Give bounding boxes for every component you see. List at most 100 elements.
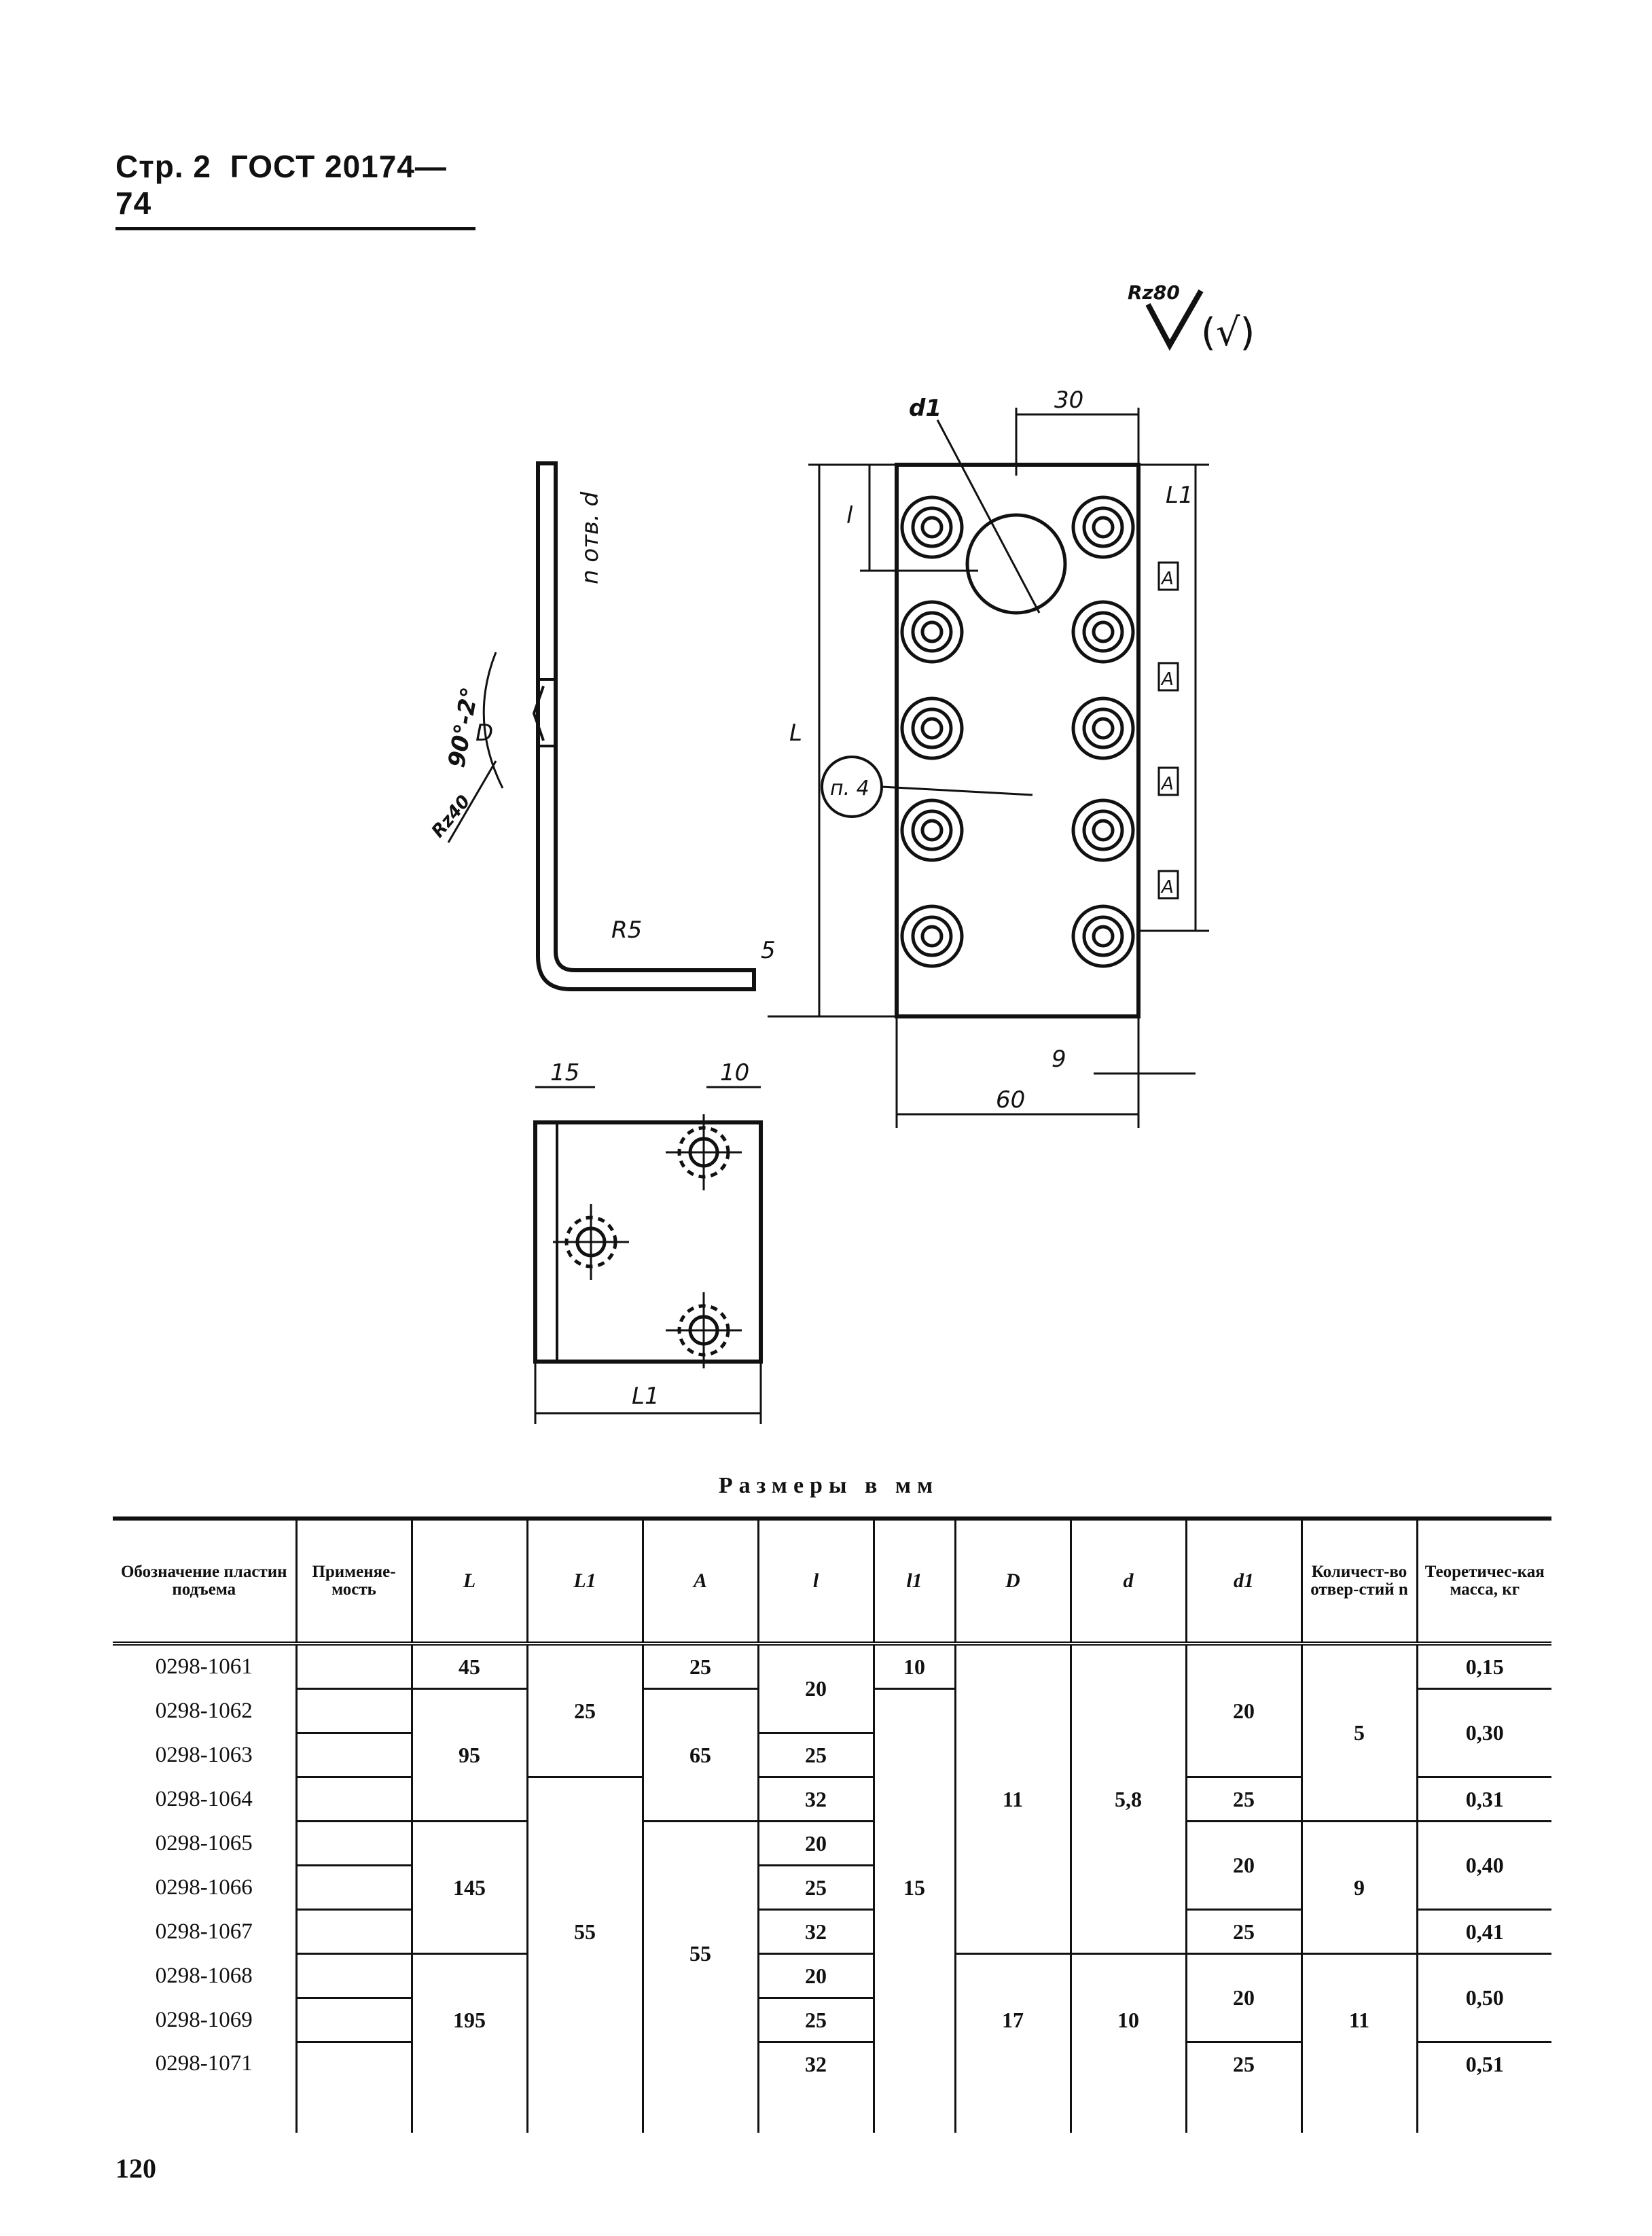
n-cell: 9 <box>1300 1821 1417 1955</box>
thirty-label: 30 <box>1054 387 1083 414</box>
col-d: d <box>1069 1519 1186 1646</box>
l-cell: 32 <box>757 1909 874 1955</box>
D-cell: 11 <box>954 1644 1071 1955</box>
hole-pattern <box>553 495 1135 1368</box>
A-cell: 25 <box>641 1644 758 1690</box>
nine-label: 9 <box>1052 1046 1066 1073</box>
designation-cell: 0298-1061 <box>155 1654 253 1680</box>
bottom-hole-1 <box>666 1114 742 1190</box>
designation-cell: 0298-1065 <box>155 1830 253 1856</box>
hole-right-1 <box>1071 495 1135 559</box>
front-view-plate <box>895 463 1141 1018</box>
d1-cell: 20 <box>1185 1953 1301 2043</box>
hole-right-3 <box>1071 696 1135 760</box>
L1-cell: 25 <box>526 1644 643 1778</box>
col-A: A <box>641 1519 758 1646</box>
col-designation: Обозначение пластин подъема <box>113 1519 296 1646</box>
applicability-cell <box>295 1688 412 1734</box>
l1-cell: 15 <box>872 1688 955 2085</box>
note-label: п. 4 <box>830 777 869 800</box>
l-cell: 32 <box>757 1777 874 1822</box>
L1-cell: 55 <box>526 1777 643 2085</box>
designation-cell: 0298-1064 <box>155 1786 253 1811</box>
col-applicability: Применяе-мость <box>295 1519 412 1646</box>
mass-cell: 0,31 <box>1416 1777 1551 1822</box>
table-row: 0298-1069 25 <box>113 1998 1551 2043</box>
countersink-section <box>532 678 556 747</box>
roughness-symbol <box>1145 289 1204 351</box>
applicability-cell <box>295 1865 412 1911</box>
n-cell: 5 <box>1300 1644 1417 1822</box>
dimensions-table: Обозначение пластин подъема Применяе-мос… <box>113 1516 1551 2133</box>
table-row: 0298-1065 145 55 20 20 9 0,40 <box>113 1821 1551 2085</box>
l-cell: 20 <box>757 1821 874 1866</box>
chamfer-callout <box>447 652 504 843</box>
designation-cell: 0298-1067 <box>155 1919 253 1944</box>
L1-label: L1 <box>1166 482 1193 509</box>
bottom-view <box>533 1120 763 1364</box>
A-cell: 55 <box>641 1821 758 2085</box>
table-spacer-row <box>113 2085 1551 2133</box>
d1-label: d1 <box>909 395 941 422</box>
mass-cell: 0,51 <box>1416 2042 1551 2085</box>
d1-leader <box>936 419 1041 614</box>
D-cell: 17 <box>954 1953 1071 2085</box>
applicability-cell <box>295 1998 412 2043</box>
mass-cell: 0,41 <box>1416 1909 1551 1955</box>
col-mass: Теоретичес-кая масса, кг <box>1416 1519 1551 1646</box>
table-header-row: Обозначение пластин подъема Применяе-мос… <box>113 1519 1551 1646</box>
mass-cell: 0,30 <box>1416 1688 1551 1778</box>
table-row: 0298-1071 32 25 0,51 <box>113 2042 1551 2085</box>
l1-cell: 10 <box>872 1644 955 1690</box>
sixty-label: 60 <box>996 1086 1025 1114</box>
page-label: Стр. 2 <box>115 149 211 184</box>
col-l1: l1 <box>872 1519 955 1646</box>
L-label: L <box>789 720 802 747</box>
table-row: 0298-1061 45 25 25 20 10 11 5,8 20 5 0,1… <box>113 1644 1551 1955</box>
chamfer-roughness: Rz40 <box>428 792 475 842</box>
five-label: 5 <box>761 937 776 964</box>
table-row: 0298-1066 25 <box>113 1865 1551 1911</box>
designation-cell: 0298-1062 <box>155 1698 253 1723</box>
applicability-cell <box>295 1953 412 1999</box>
L1-bottom-label: L1 <box>632 1383 660 1410</box>
hole-left-4 <box>900 798 964 862</box>
designation-cell: 0298-1071 <box>155 2051 253 2076</box>
mass-cell: 0,40 <box>1416 1821 1551 1911</box>
col-L1: L1 <box>526 1519 643 1646</box>
l-cell: 25 <box>757 1998 874 2043</box>
mass-cell: 0,50 <box>1416 1953 1551 2043</box>
technical-drawing: Rz80 (√) Rz40 90°-2° d1 30 l L1 L D n от… <box>428 281 1255 1424</box>
ten-label: 10 <box>720 1059 749 1086</box>
roughness-label: Rz80 <box>1128 281 1180 304</box>
standard-number: ГОСТ 20174—74 <box>115 149 447 221</box>
bottom-hole-2 <box>553 1204 629 1280</box>
table-row: 0298-1068 195 20 17 10 20 11 0,50 <box>113 1953 1551 2085</box>
A-label-1: A <box>1160 569 1174 589</box>
hole-left-5 <box>900 904 964 968</box>
n-cell: 11 <box>1300 1953 1417 2085</box>
hole-right-2 <box>1071 600 1135 664</box>
roughness-rest: (√) <box>1201 310 1255 355</box>
col-d1: d1 <box>1185 1519 1301 1646</box>
l-cell: 25 <box>757 1865 874 1911</box>
large-hole <box>965 513 1067 615</box>
d-cell: 5,8 <box>1069 1644 1186 1955</box>
hole-right-4 <box>1071 798 1135 862</box>
applicability-cell <box>295 1909 412 1955</box>
A-label-4: A <box>1160 877 1174 898</box>
col-l: l <box>757 1519 874 1646</box>
l-cell: 25 <box>757 1733 874 1778</box>
R5-label: R5 <box>611 917 642 944</box>
A-label-3: A <box>1160 774 1174 794</box>
table-row: 0298-1064 55 32 25 0,31 <box>113 1777 1551 2085</box>
designation-cell: 0298-1063 <box>155 1742 253 1767</box>
holes-label: n отв. d <box>577 491 604 584</box>
L-cell: 145 <box>410 1821 527 1955</box>
d1-cell: 25 <box>1185 1909 1301 1955</box>
d1-cell: 25 <box>1185 2042 1301 2085</box>
d1-cell: 25 <box>1185 1777 1301 1822</box>
d-cell: 10 <box>1069 1953 1186 2085</box>
L-cell: 95 <box>410 1688 527 1822</box>
applicability-cell <box>295 2042 412 2085</box>
